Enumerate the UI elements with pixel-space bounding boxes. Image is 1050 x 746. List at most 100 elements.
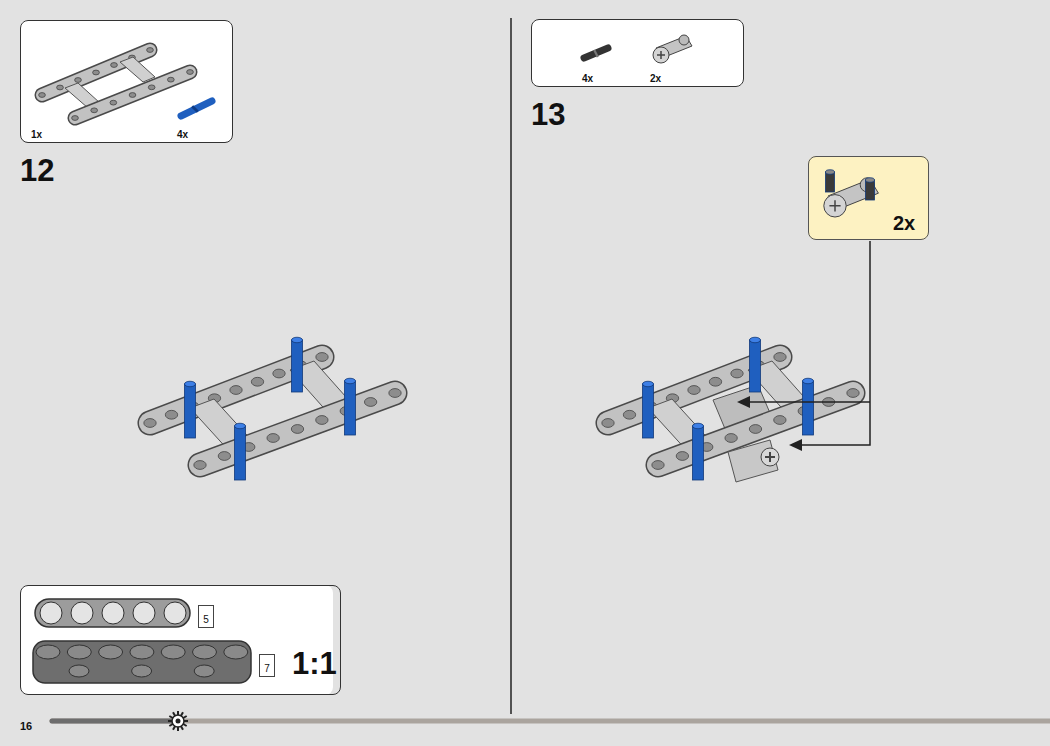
illustration-part: [316, 353, 328, 362]
illustration-part: [164, 602, 186, 624]
illustration-part: [653, 47, 669, 63]
illustration-part: [693, 423, 704, 429]
frame-part-icon: [39, 48, 194, 121]
panel-ground: [531, 19, 744, 87]
quantity-label: 4x: [177, 130, 188, 140]
parts-list-box: 4x 2x: [531, 19, 744, 87]
illustration-part: [36, 645, 60, 659]
illustration-part: [165, 410, 177, 419]
illustration-part: [235, 423, 246, 429]
panel-ground: [20, 585, 333, 695]
parts-list-box: 1x 4x: [20, 20, 233, 143]
illustration-part: [120, 57, 155, 82]
panel-ground: [808, 156, 929, 240]
illustration-part: [161, 645, 185, 659]
illustration-part: [291, 425, 303, 434]
illustration-part: [144, 419, 156, 428]
illustration-part: [172, 715, 184, 727]
quantity-label: 4x: [582, 74, 593, 84]
illustration-part: [99, 645, 123, 659]
illustration-part: [133, 602, 155, 624]
illustration-part: [93, 70, 100, 75]
illustration-part: [602, 419, 614, 428]
text-holder: 2x: [893, 213, 915, 234]
illustration-part: [749, 425, 761, 434]
illustration-part: [72, 116, 79, 121]
text-holder: 7: [260, 658, 274, 676]
illustration-part: [803, 378, 814, 384]
illustration-part: [688, 386, 700, 395]
text-holder: 1:1: [292, 648, 337, 679]
illustration-part: [866, 180, 875, 200]
illustration-part: [200, 393, 395, 465]
illustration-part: [39, 93, 46, 98]
illustration-part: [725, 434, 737, 443]
illustration-part: [230, 386, 242, 395]
illustration-part: [847, 389, 859, 398]
step-number: 13: [531, 99, 565, 130]
illustration-part: [584, 48, 608, 58]
illustration-part: [774, 416, 786, 425]
illustration-part: [267, 434, 279, 443]
illustration-part: [194, 461, 206, 470]
illustration-part: [185, 381, 196, 387]
frame-model: [144, 337, 401, 480]
illustration-part: [728, 440, 778, 482]
illustration-part: [40, 602, 62, 624]
illustration-part: [35, 599, 190, 627]
illustration-part: [595, 53, 597, 54]
illustration-part: [75, 72, 190, 118]
label-holder: 13: [531, 99, 565, 130]
illustration-part: [623, 410, 635, 419]
label-holder: 16: [20, 716, 32, 734]
illustration-part: [187, 70, 194, 75]
illustration-part: [69, 665, 89, 677]
illustration-part: [803, 381, 814, 435]
step-number: 12: [20, 155, 54, 186]
illustration-part: [316, 416, 328, 425]
illustration-part: [147, 48, 154, 53]
text-holder: 4x: [582, 68, 593, 86]
illustration-part: [91, 108, 98, 113]
illustration-part: [130, 645, 154, 659]
illustration-part: [193, 645, 217, 659]
ruler-beams: [33, 599, 251, 683]
illustration-part: [57, 85, 64, 90]
illustration-part: [111, 63, 118, 68]
illustration-part: [194, 108, 196, 110]
subassembly-callout: 2x: [808, 156, 929, 240]
illustration-part: [829, 200, 840, 211]
illustration-part: [129, 93, 136, 98]
illustration-part: [345, 378, 356, 384]
progress-gear: [168, 711, 188, 731]
black-pin-icon: [584, 48, 608, 58]
illustration-part: [235, 426, 246, 480]
quantity-label: 2x: [650, 74, 661, 84]
illustration-part: [643, 381, 654, 387]
scale-ruler-box: 1:1 5 7: [20, 585, 341, 695]
text-holder: 1x: [31, 124, 42, 142]
illustration-part: [709, 377, 721, 386]
quantity-label: 5: [203, 615, 209, 625]
illustration-part: [824, 195, 846, 217]
illustration-part: [693, 426, 704, 480]
illustration-part: [657, 51, 665, 59]
quantity-label: 2x: [893, 213, 915, 233]
illustration-part: [273, 369, 285, 378]
quantity-label: 1:1: [292, 648, 337, 679]
illustration-part: [75, 78, 82, 83]
illustration-part: [75, 72, 190, 118]
illustration-part: [224, 645, 248, 659]
callout-subassembly-icon: [824, 170, 879, 217]
illustration-part: [292, 337, 303, 343]
panel-ground: [20, 20, 233, 142]
illustration-part: [774, 353, 786, 362]
illustration-part: [798, 241, 870, 445]
added-connector: [728, 440, 779, 482]
illustration-part: [826, 170, 835, 175]
illustration-part: [364, 398, 376, 407]
illustration-part: [826, 172, 835, 192]
length-box: 5: [198, 605, 214, 628]
progress-fill: [52, 719, 172, 724]
illustration-part: [679, 35, 689, 45]
